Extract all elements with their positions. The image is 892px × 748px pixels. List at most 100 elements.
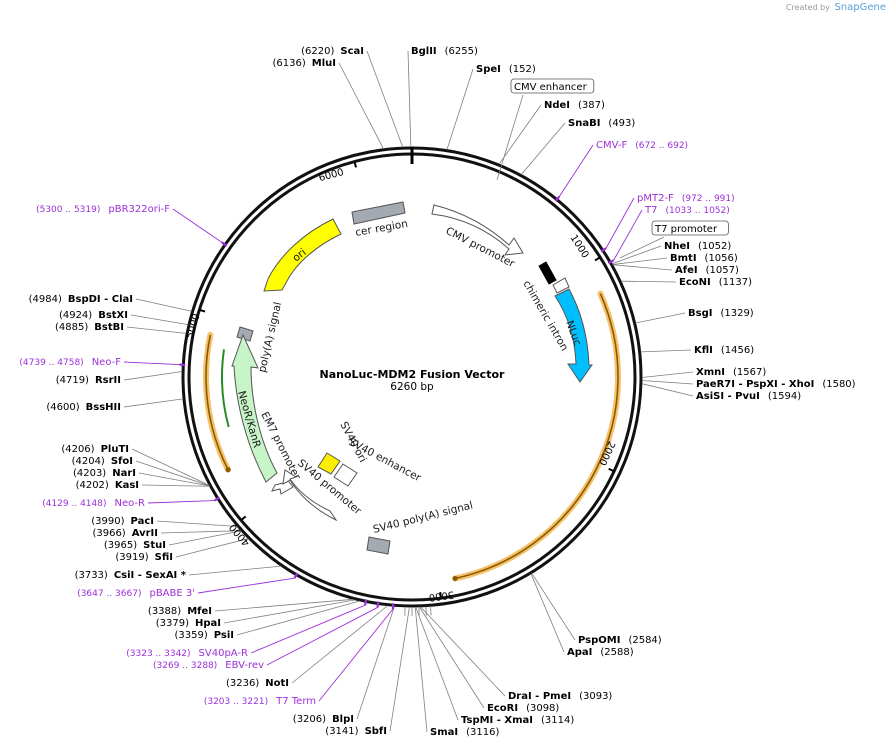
- site-label[interactable]: KflI(1456): [694, 345, 754, 356]
- site-label[interactable]: (3236)NotI: [226, 678, 289, 689]
- site-label[interactable]: (4924)BstXI: [59, 310, 128, 321]
- site-label[interactable]: ApaI(2588): [567, 647, 634, 658]
- primer-mark: [376, 601, 380, 608]
- site-label[interactable]: (3141)SbfI: [325, 726, 387, 737]
- site-label[interactable]: (3388)MfeI: [148, 606, 212, 617]
- sv40-polya-feature[interactable]: [366, 536, 391, 555]
- primer-label[interactable]: (3323 .. 3342)SV40pA-R: [126, 648, 248, 659]
- site-label[interactable]: AsiSI - PvuI(1594): [696, 391, 801, 402]
- site-line: [641, 383, 694, 397]
- cer-region-feature[interactable]: [351, 201, 406, 225]
- site-label[interactable]: (3965)StuI: [104, 540, 166, 551]
- site-label[interactable]: (4984)BspDI - ClaI: [29, 294, 133, 305]
- sv40-polya-label: SV40 poly(A) signal: [372, 499, 474, 535]
- site-label[interactable]: NheI(1052): [664, 241, 731, 252]
- site-label[interactable]: SmaI(3116): [430, 727, 499, 738]
- primer-label[interactable]: (3269 .. 3288)EBV-rev: [153, 660, 264, 671]
- site-label[interactable]: (4719)RsrII: [56, 375, 121, 386]
- site-label[interactable]: (4885)BstBI: [55, 322, 124, 333]
- site-label[interactable]: (4202)KasI: [76, 480, 139, 491]
- site-label[interactable]: PspOMI(2584): [578, 635, 662, 646]
- primer-label[interactable]: CMV-F(672 .. 692): [596, 140, 688, 151]
- site-position: (2588): [600, 647, 633, 658]
- primer-label[interactable]: (4739 .. 4758)Neo-F: [19, 357, 121, 368]
- primer-mark: [221, 241, 228, 247]
- chimeric-intron-feature[interactable]: [552, 277, 570, 294]
- site-line: [175, 538, 249, 558]
- primer-label[interactable]: (5300 .. 5319)pBR322ori-F: [36, 204, 170, 215]
- site-label[interactable]: BmtI(1056): [670, 253, 738, 264]
- primer-label[interactable]: pMT2-F(972 .. 991): [637, 193, 735, 204]
- primer-label[interactable]: T7(1033 .. 1052): [644, 205, 730, 216]
- site-name: TspMI - XmaI: [461, 715, 533, 726]
- site-label[interactable]: (3919)SfiI: [115, 552, 173, 563]
- site-label[interactable]: (3966)AvrII: [92, 528, 158, 539]
- cmv-promoter-feature[interactable]: [431, 204, 524, 256]
- site-label[interactable]: NdeI (387): [544, 100, 605, 111]
- site-label[interactable]: EcoRI(3098): [487, 703, 559, 714]
- nluc-feature[interactable]: [554, 288, 593, 383]
- site-label[interactable]: (3379)HpaI: [156, 618, 221, 629]
- site-position: (387): [578, 100, 605, 111]
- site-label[interactable]: EcoNI(1137): [679, 277, 752, 288]
- orf-neo-line[interactable]: [205, 334, 229, 471]
- site-name: BsgI: [688, 308, 712, 319]
- primer-label[interactable]: (3203 .. 3221)T7 Term: [204, 696, 316, 707]
- site-label[interactable]: BsgI (1329): [688, 308, 754, 319]
- site-line: [131, 448, 210, 486]
- site-label[interactable]: XmnI(1567): [696, 367, 766, 378]
- tick-3000: [439, 592, 443, 599]
- site-line: [138, 472, 210, 487]
- site-label[interactable]: (3206)BlpI: [293, 714, 354, 725]
- primer-range: (3203 .. 3221): [204, 697, 268, 707]
- neor-kanr-feature[interactable]: [231, 333, 278, 483]
- site-position: (2584): [628, 635, 661, 646]
- boxed-label[interactable]: T7 promoter: [654, 224, 718, 235]
- site-position: (3114): [541, 715, 574, 726]
- sv40-promoter-feature[interactable]: [282, 469, 338, 522]
- site-label[interactable]: TspMI - XmaI (3114): [461, 715, 574, 726]
- primer-line: [613, 209, 643, 261]
- site-line: [130, 314, 189, 325]
- ori-feature[interactable]: [263, 218, 342, 292]
- site-label[interactable]: SpeI(152): [476, 64, 536, 75]
- site-line: [135, 460, 210, 487]
- site-label[interactable]: (3359)PsiI: [174, 630, 234, 641]
- site-label[interactable]: (4203)NarI: [73, 468, 136, 479]
- site-line: [123, 398, 184, 408]
- site-position: (3733): [75, 570, 108, 581]
- site-label[interactable]: (6136)MluI: [273, 58, 336, 69]
- site-label[interactable]: (3733)CsiI - SexAI *: [75, 570, 187, 581]
- site-line: [635, 312, 686, 324]
- site-label[interactable]: DraI - PmeI(3093): [508, 691, 612, 702]
- site-label[interactable]: (4204)SfoI: [72, 456, 133, 467]
- site-label[interactable]: (3990)PacI: [91, 516, 154, 527]
- site-position: (6220): [301, 46, 334, 57]
- neo-green-line: [221, 349, 230, 428]
- primer-line: [123, 361, 180, 366]
- polya-signal-feature[interactable]: [236, 326, 254, 342]
- site-label[interactable]: (6220)ScaI: [301, 46, 364, 57]
- site-label[interactable]: (4206)PluTI: [61, 444, 129, 455]
- site-name: NdeI: [544, 100, 570, 111]
- site-position: (1567): [733, 367, 766, 378]
- site-label[interactable]: PaeR7I - PspXI - XhoI(1580): [696, 379, 856, 390]
- sv40-ori-feature[interactable]: [317, 452, 341, 475]
- primer-label[interactable]: (4129 .. 4148)Neo-R: [42, 498, 145, 509]
- site-line: [640, 349, 692, 353]
- site-line: [612, 257, 668, 265]
- site-label[interactable]: BglII(6255): [411, 46, 478, 57]
- tick-label-5000: 5000: [185, 312, 203, 340]
- site-name: DraI - PmeI: [508, 691, 571, 702]
- site-position: (1329): [720, 308, 753, 319]
- boxed-label[interactable]: CMV enhancer: [514, 82, 588, 93]
- site-position: (3141): [325, 726, 358, 737]
- primer-mark: [554, 195, 561, 202]
- sv40-enhancer-feature[interactable]: [333, 463, 358, 487]
- site-label[interactable]: SnaBI(493): [568, 118, 635, 129]
- primer-label[interactable]: (3647 .. 3667)pBABE 3': [77, 588, 195, 599]
- site-line: [188, 565, 282, 576]
- site-label[interactable]: AfeI(1057): [675, 265, 739, 276]
- site-label[interactable]: (4600)BssHII: [46, 402, 121, 413]
- orf-main-line[interactable]: [454, 293, 619, 580]
